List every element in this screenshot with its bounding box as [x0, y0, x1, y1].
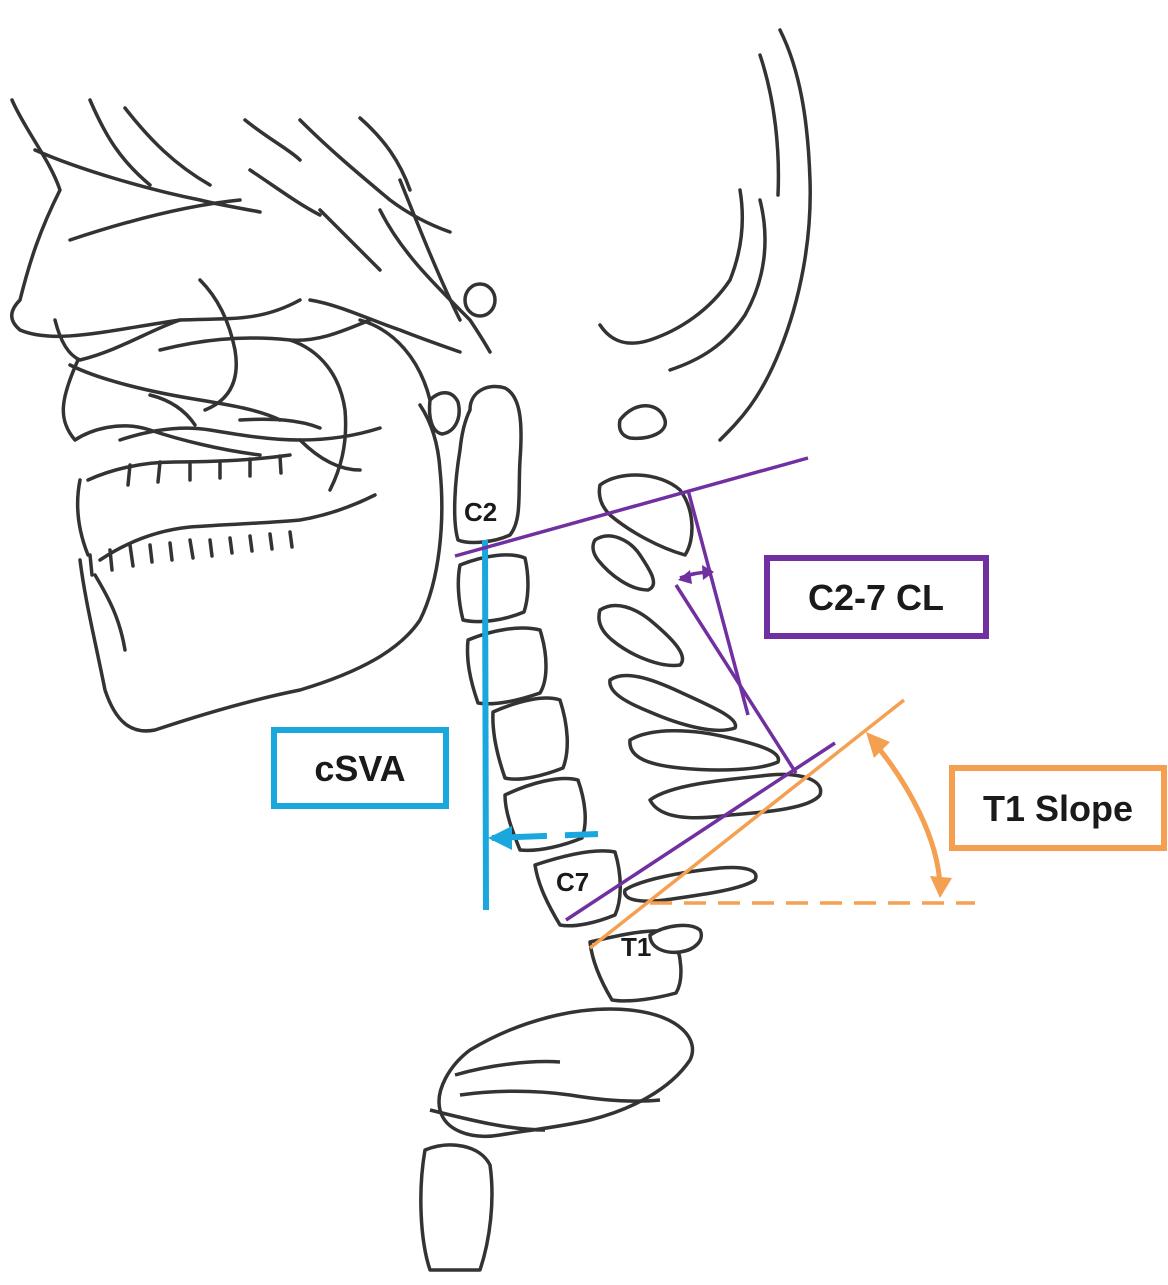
c2-endplate-line [454, 456, 809, 558]
c3-vertebra [456, 553, 530, 624]
c27-cl-measure: C2-7 CL [454, 456, 989, 922]
skull-outline [10, 28, 812, 733]
c2-vertebra [452, 384, 523, 545]
t1-slope-angle-arc [870, 738, 943, 887]
csva-box [271, 727, 449, 809]
c27cl-label: C2-7 CL [808, 577, 944, 618]
cervical-vertebrae [419, 384, 823, 1272]
t1-endplate-line [588, 698, 906, 950]
c2-plumb-line [482, 539, 489, 911]
csva-measure: cSVA [271, 539, 599, 911]
t1slope-box [949, 765, 1167, 851]
t1-slope-measure: T1 Slope [588, 698, 1167, 950]
c5-vertebra [491, 696, 570, 781]
c7-endplate-line [565, 741, 836, 922]
c7-vertebra [533, 849, 622, 928]
c7-perpendicular [674, 584, 798, 774]
c27cl-box [764, 555, 989, 639]
csva-arrowhead [488, 826, 512, 850]
t1-label: T1 [621, 932, 651, 962]
t1slope-label: T1 Slope [983, 788, 1133, 829]
csva-label: cSVA [314, 748, 405, 789]
c4-vertebra [465, 626, 548, 706]
c2-perpendicular [686, 489, 750, 716]
c2-label: C2 [464, 497, 497, 527]
c7-label: C7 [556, 867, 589, 897]
